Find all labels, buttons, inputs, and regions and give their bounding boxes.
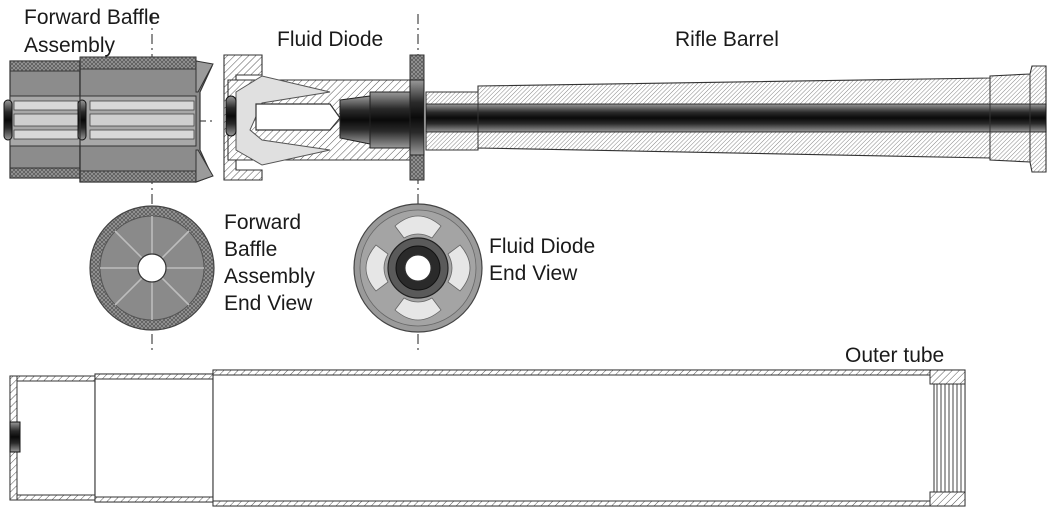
label-rifle-barrel: Rifle Barrel [675,28,779,51]
label-fd-end-view-line2: End View [489,262,578,285]
label-fd-end-view-line1: Fluid Diode [489,235,595,258]
label-fba-end-view-line2: Baffle [224,238,277,261]
label-fba-end-view-line1: Forward [224,211,301,234]
label-fba-end-view-line4: End View [224,292,313,315]
label-forward-baffle-line1: Forward Baffle [24,6,160,29]
rifle-barrel-section [425,65,1047,173]
fluid-diode-end-view [353,203,483,333]
fluid-diode-section [223,54,425,181]
label-fluid-diode: Fluid Diode [277,28,383,51]
outer-tube-section [9,369,966,507]
label-fba-end-view-line3: Assembly [224,265,316,288]
label-forward-baffle-line2: Assembly [24,34,116,57]
forward-baffle-assembly-section [3,56,214,183]
label-outer-tube: Outer tube [845,344,944,367]
fba-end-view [89,205,215,331]
